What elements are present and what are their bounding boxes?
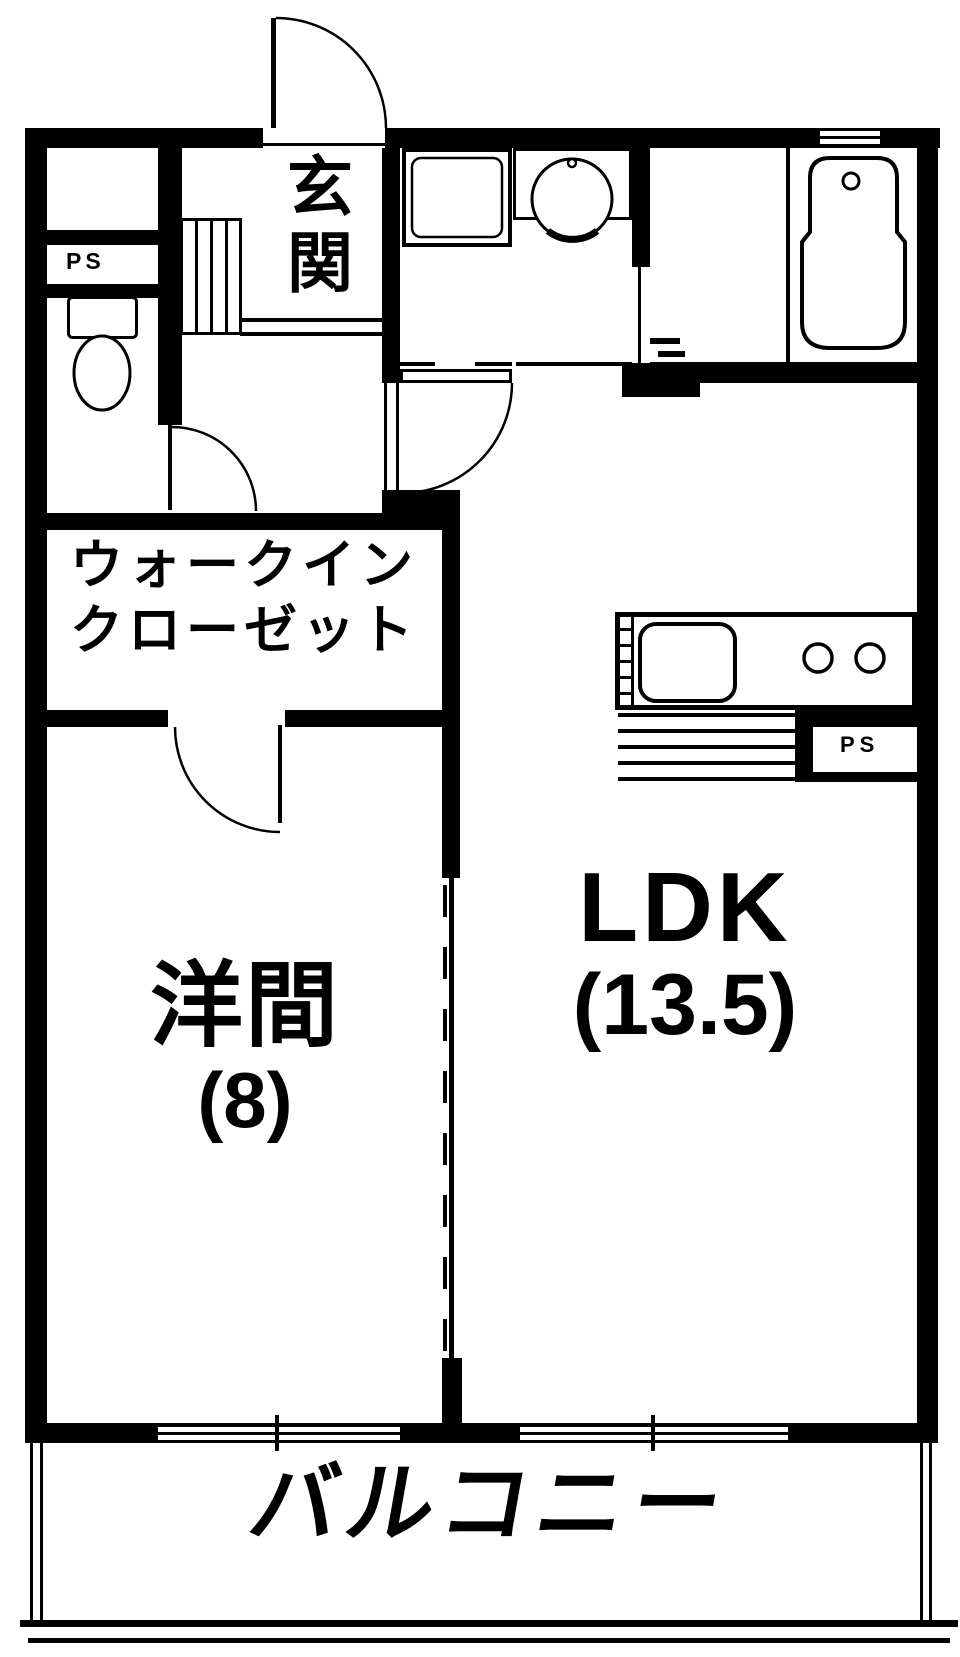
walk-in-closet-label-line1: ウォークイン [70, 536, 418, 595]
toilet-door-arc [171, 425, 258, 512]
western-room-size: (8) [197, 1056, 293, 1144]
washer-pan-icon [402, 148, 512, 247]
window-ticks [168, 18, 655, 1451]
entrance-label: 玄関 [278, 152, 352, 304]
ps-kitchen-label: PS [840, 732, 880, 757]
ldk-size: (13.5) [572, 957, 798, 1053]
toilet-door-leaf [168, 425, 172, 510]
ps-upper-label: PS [66, 248, 105, 274]
ldk-label: LDK (13.5) [535, 858, 835, 1048]
wall-right [917, 128, 938, 1443]
counter-hatch [615, 612, 634, 710]
wall-left [25, 128, 47, 1443]
door-arcs [171, 16, 514, 834]
wash-basin-icon [513, 148, 632, 243]
closet-door-leaf [278, 725, 282, 823]
balcony-railing [20, 1443, 958, 1643]
stove-burners-icon [802, 642, 886, 674]
tub-faucet-icon [841, 171, 861, 191]
shoe-cabinet-icon [180, 218, 242, 335]
western-room-label: 洋間 (8) [135, 954, 355, 1144]
bath-window-icon [820, 131, 880, 136]
bathtub-icon [800, 156, 907, 350]
wall-top [25, 128, 940, 148]
toilet-icon [67, 296, 138, 412]
kitchen-sink-icon [638, 622, 737, 703]
walk-in-closet-label: ウォークイン クローゼット [45, 534, 443, 663]
balcony-label: バルコニー [242, 1454, 738, 1553]
ps-kitchen-box [813, 727, 917, 772]
ldk-door-leaf [400, 369, 512, 383]
entrance-door-arc [275, 16, 388, 129]
entrance-door-leaf [271, 18, 276, 128]
western-room-name: 洋間 [150, 954, 340, 1058]
ldk-door-arc [401, 382, 514, 495]
kitchen-counter-icon [615, 612, 917, 710]
ldk-name: LDK [578, 852, 792, 962]
walk-in-closet-label-line2: クローゼット [70, 600, 418, 660]
closet-door-arc [173, 726, 281, 834]
ps-upper-box [47, 245, 158, 284]
kitchen-lower-cabinet-icon [618, 713, 795, 781]
